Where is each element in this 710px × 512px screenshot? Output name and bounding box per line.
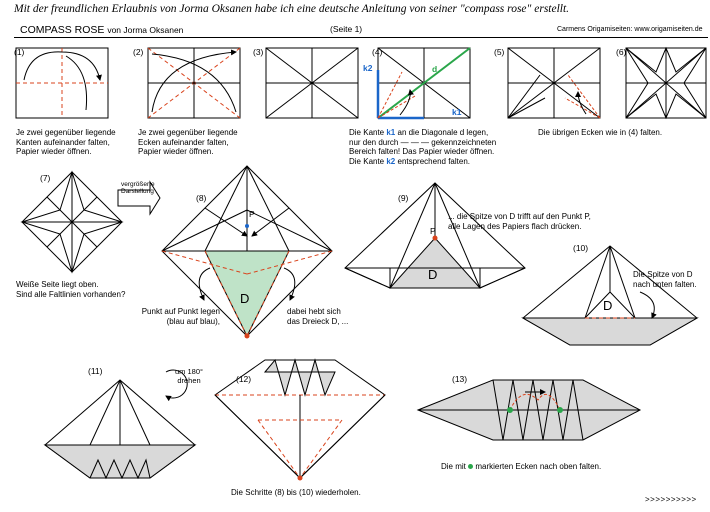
step-2-caption-line: Je zwei gegenüber liegende — [138, 128, 238, 137]
step-7-caption-line: Sind alle Faltlinien vorhanden? — [16, 289, 126, 299]
step-10-triangle-d: D — [603, 298, 613, 313]
step-1-caption-line: Je zwei gegenüber liegende — [16, 128, 116, 137]
step-11-rotate-line: um 180° — [174, 367, 203, 376]
step-7-number: (7) — [40, 173, 51, 183]
step-4-caption-k1: k1 — [386, 128, 396, 137]
step-4-caption-line: nur den durch — — — gekennzeichneten — [349, 137, 497, 147]
step-9-diagram — [344, 182, 526, 289]
step-7-note-line: Darstellung — [121, 188, 154, 195]
step-11-rotate-line: drehen — [177, 375, 201, 385]
green-dot-icon — [468, 464, 474, 470]
step-6-number: (6) — [616, 47, 627, 57]
step-12-caption: Die Schritte (8) bis (10) wiederholen. — [231, 488, 361, 497]
step-8-diagram — [161, 165, 333, 339]
step-8-caption-right: dabei hebt sich das Dreieck D, ... — [287, 307, 348, 326]
step-4-caption-k2: k2 — [386, 156, 396, 166]
step-4-number: (4) — [372, 47, 383, 57]
step-11-diagram — [43, 369, 197, 480]
step-12-number: (12) — [236, 374, 252, 384]
step-4-caption-text: an die Diagonale d legen, — [395, 128, 489, 137]
step-3-diagram — [265, 47, 359, 119]
step-13-caption: Die mit markierten Ecken nach oben falte… — [441, 462, 601, 472]
step-4-caption-text: entsprechend falten. — [395, 156, 470, 166]
step-1-number: (1) — [14, 47, 25, 57]
step-6-diagram — [625, 46, 707, 120]
step-12-diagram — [214, 358, 386, 481]
step-9-point-p: P — [430, 226, 436, 236]
step-6-caption: Die übrigen Ecken wie in (4) falten. — [538, 128, 663, 137]
step-7-note-line: vergrößerte — [121, 181, 155, 188]
step-9-caption: ... die Spitze von D trifft auf den Punk… — [448, 212, 591, 231]
step-7-caption-line: Weiße Seite liegt oben. — [16, 280, 99, 289]
step-8-triangle-d: D — [240, 291, 250, 306]
step-10-number: (10) — [573, 243, 589, 253]
step-3-number: (3) — [253, 47, 264, 57]
step-10-caption-line: Die Spitze von D — [633, 270, 693, 279]
step-10-caption-line: nach unten falten. — [633, 279, 697, 289]
step-1-caption-line: Kanten aufeinander falten, — [16, 137, 110, 147]
next-page-arrows: >>>>>>>>>> — [645, 495, 697, 504]
title-text: COMPASS ROSE — [20, 24, 105, 36]
step-7-diagram — [20, 170, 161, 274]
step-4-diagram — [376, 47, 471, 120]
step-2-caption-line: Papier wieder öffnen. — [138, 147, 214, 156]
step-8-caption-line: (blau auf blau), — [166, 316, 220, 326]
step-13-diagram — [416, 379, 642, 441]
step-9-caption-line: ... die Spitze von D trifft auf den Punk… — [448, 212, 591, 221]
step-13-caption-text: Die mit — [441, 462, 469, 471]
step-7-enlarged-note: vergrößerte Darstellung — [121, 181, 155, 195]
step-9-number: (9) — [398, 193, 409, 203]
step-5-diagram — [507, 47, 601, 119]
step-10-diagram — [521, 245, 699, 346]
step-4-k1-label: k1 — [452, 107, 462, 117]
step-1-caption: Je zwei gegenüber liegende Kanten aufein… — [16, 128, 116, 157]
site-credit: Carmens Origamiseiten: www.origamiseiten… — [557, 26, 703, 33]
step-2-diagram — [147, 47, 241, 119]
step-4-caption: Die Kante k1 an die Diagonale d legen, n… — [349, 128, 496, 166]
step-8-caption-line: dabei hebt sich — [287, 307, 341, 316]
step-4-caption-line: Bereich falten! Das Papier wieder öffnen… — [349, 147, 495, 156]
step-13-caption-text: markierten Ecken nach oben falten. — [473, 462, 602, 471]
step-11-number: (11) — [88, 366, 103, 376]
step-2-number: (2) — [133, 47, 144, 57]
step-4-caption-text: Die Kante — [349, 156, 387, 166]
step-7-caption: Weiße Seite liegt oben. Sind alle Faltli… — [16, 280, 125, 299]
step-13-number: (13) — [452, 374, 468, 384]
page-title: COMPASS ROSE von Jorma Oksanen — [20, 24, 183, 36]
step-1-caption-line: Papier wieder öffnen. — [16, 147, 92, 156]
step-2-caption: Je zwei gegenüber liegende Ecken aufeina… — [138, 128, 238, 157]
step-8-point-p: P — [249, 209, 255, 219]
step-5-number: (5) — [494, 47, 505, 57]
step-8-caption-left: Punkt auf Punkt legen (blau auf blau), — [120, 307, 220, 326]
step-9-triangle-d: D — [428, 267, 438, 282]
step-2-caption-line: Ecken aufeinander falten, — [138, 137, 229, 147]
page-number: (Seite 1) — [330, 24, 363, 34]
step-4-caption-text: Die Kante — [349, 128, 387, 137]
step-8-caption-line: Punkt auf Punkt legen — [141, 307, 220, 316]
intro-text: Mit der freundlichen Erlaubnis von Jorma… — [14, 3, 570, 15]
step-8-number: (8) — [196, 193, 207, 203]
step-10-caption: Die Spitze von D nach unten falten. — [633, 270, 697, 289]
step-4-k2-label: k2 — [363, 63, 373, 73]
step-11-rotate-note: um 180° drehen — [172, 367, 206, 385]
step-4-d-label: d — [432, 64, 438, 74]
step-9-caption-line: alle Lagen des Papiers flach drücken. — [448, 221, 582, 231]
step-1-diagram — [15, 47, 109, 119]
byline: von Jorma Oksanen — [107, 25, 184, 35]
header-divider — [14, 37, 708, 38]
step-8-caption-line: das Dreieck D, ... — [287, 316, 349, 326]
